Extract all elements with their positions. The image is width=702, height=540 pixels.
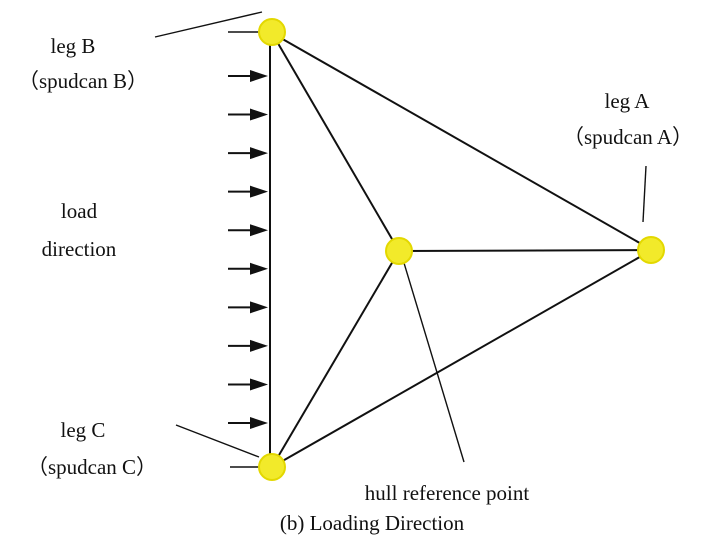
load-arrow: [228, 224, 268, 237]
label-leg-c: leg C: [61, 418, 106, 442]
load-arrow-head: [250, 224, 268, 237]
label-spudcan-c: （spudcan C）: [27, 455, 157, 479]
label-leg-a: leg A: [605, 89, 651, 113]
leader-leg-c: [175, 424, 260, 458]
leader-leg-b: [154, 11, 263, 38]
load-arrow-head: [250, 70, 268, 82]
load-arrow-head: [250, 378, 268, 391]
leader-hull-reference: [400, 252, 465, 463]
leg-c-spudcan-node: [258, 453, 286, 481]
edge-leg-a-to-hull: [398, 249, 653, 252]
load-arrow-head: [250, 108, 268, 121]
load-arrow: [228, 108, 268, 121]
load-arrow: [228, 417, 268, 429]
load-arrow-head: [250, 185, 268, 198]
leader-leg-a: [642, 165, 647, 223]
label-spudcan-b: （spudcan B）: [18, 69, 148, 93]
nodes: [258, 18, 665, 481]
load-arrows: [228, 70, 268, 429]
load-arrow-head: [250, 147, 268, 160]
load-arrow: [228, 147, 268, 160]
caption: (b) Loading Direction: [280, 511, 465, 535]
leg-b-spudcan-node: [258, 18, 286, 46]
load-arrow-head: [250, 339, 268, 352]
load-arrow: [228, 339, 268, 352]
hull-reference-point-node: [385, 237, 413, 265]
load-arrow-head: [250, 262, 268, 275]
edge-leg-a-to-leg-c: [271, 249, 653, 468]
load-arrow: [228, 262, 268, 275]
edge-leg-b-to-hull: [271, 32, 400, 252]
load-arrow: [228, 378, 268, 391]
load-arrow: [228, 301, 268, 314]
edge-leg-c-to-hull: [271, 250, 400, 468]
load-arrow-head: [250, 301, 268, 314]
load-arrow-head: [250, 417, 268, 429]
edge-leg-b-to-leg-a: [271, 32, 653, 251]
label-hull-reference-point: hull reference point: [365, 481, 530, 505]
label-leg-b: leg B: [51, 34, 96, 58]
label-load-line1: load: [61, 199, 98, 223]
load-arrow: [228, 185, 268, 198]
label-spudcan-a: （spudcan A）: [563, 125, 693, 149]
label-load-line2: direction: [42, 237, 117, 261]
load-arrow: [228, 70, 268, 82]
leg-a-spudcan-node: [637, 236, 665, 264]
